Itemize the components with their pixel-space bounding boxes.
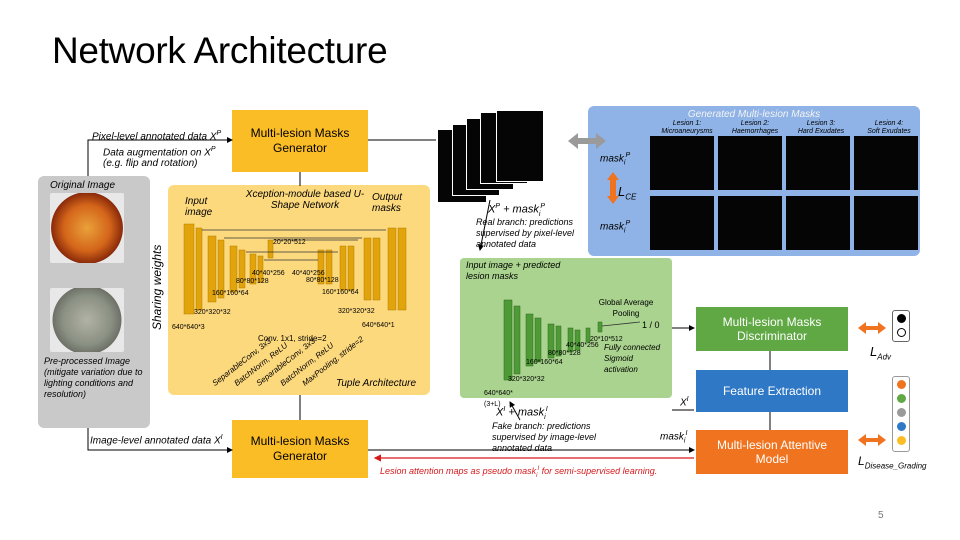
- preprocessed-image-label: Pre-processed Image (mitigate variation …: [44, 356, 143, 399]
- adv-arrow-icon: [858, 322, 886, 334]
- dot-icon: [897, 380, 906, 389]
- dim-label: 320*320*32: [194, 309, 231, 316]
- attentive-model-box: Multi-lesion Attentive Model: [696, 430, 848, 474]
- dim-label: 320*320*32: [508, 376, 545, 383]
- unet-decoder: [317, 227, 407, 311]
- dot-icon: [897, 394, 906, 403]
- row2-mask-label: maskiP: [600, 220, 631, 235]
- page-number: 5: [878, 510, 884, 521]
- black-dot-icon: [897, 314, 906, 323]
- mask-cell: [786, 136, 850, 190]
- fake-branch-desc: Fake branch: predictions supervised by i…: [492, 421, 597, 453]
- mask-stack: [438, 110, 558, 205]
- loss-ce-label: LCE: [618, 184, 637, 202]
- adv-indicator: [892, 310, 910, 342]
- fc-label: Fully connected Sigmoid activation: [604, 343, 661, 374]
- mask-cell: [854, 196, 918, 250]
- dim-label: 320*320*32: [338, 308, 375, 315]
- dim-label: 640*640*3: [172, 324, 205, 331]
- preprocessed-fundus-image: [50, 288, 124, 352]
- double-arrow-icon: [568, 133, 606, 149]
- lesion-header: Lesion 2:Haemorrhages: [731, 120, 779, 135]
- mask-cell: [650, 136, 714, 190]
- augmentation-label: Data augmentation on XP(e.g. flip and ro…: [103, 146, 216, 170]
- lesion-header: Lesion 1:Microaneurysms: [661, 120, 713, 135]
- image-level-label: Image-level annotated data XI: [90, 434, 223, 447]
- grading-indicator: [892, 376, 910, 452]
- mask-cell: [718, 196, 782, 250]
- discriminator-box: Multi-lesion Masks Discriminator: [696, 307, 848, 351]
- dot-icon: [897, 436, 906, 445]
- generated-masks-title: Generated Multi-lesion Masks: [687, 109, 821, 120]
- loss-disease-label: LDisease_Grading: [858, 454, 927, 471]
- unet-drawing: [183, 223, 407, 315]
- unet-input-label: Input image: [185, 196, 213, 218]
- top-generator-box: Multi-lesion Masks Generator: [232, 110, 368, 172]
- dot-icon: [897, 408, 906, 417]
- conv-label: Conv. 1x1, stride=2: [258, 334, 327, 343]
- mask-cell: [650, 196, 714, 250]
- disease-arrow-icon: [858, 434, 886, 446]
- white-dot-icon: [897, 328, 906, 337]
- discriminator-cnn-drawing: [503, 299, 641, 381]
- row1-mask-label: maskiP: [600, 152, 631, 167]
- bottom-generator-box: Multi-lesion Masks Generator: [232, 420, 368, 478]
- unet-title-label: Xception-module based U-Shape Network: [245, 189, 365, 211]
- lesion-header: Lesion 4:Soft Exudates: [867, 120, 911, 135]
- mask-cell: [854, 136, 918, 190]
- real-branch-formula: XP + maskiP: [488, 203, 546, 218]
- original-image-label: Original Image: [50, 180, 116, 191]
- lesion-header: Lesion 3:Hard Exudates: [797, 120, 845, 135]
- unet-skip-lines: [202, 229, 386, 261]
- dot-icon: [897, 422, 906, 431]
- dim-label: 160*160*64: [526, 359, 563, 366]
- dim-label: 160*160*64: [212, 290, 249, 297]
- ce-arrow-icon: [607, 172, 619, 204]
- dim-label: 80*80*128: [306, 277, 339, 284]
- mask-cell: [786, 196, 850, 250]
- dim-label: 40*40*256: [292, 270, 325, 277]
- dim-label: 640*640*(3+L): [484, 390, 513, 408]
- dim-label: 20*10*512: [590, 336, 623, 343]
- dim-label: 80*80*128: [236, 278, 269, 285]
- unet-output-label: Output masks: [372, 192, 403, 214]
- discriminator-panel-label: Input image + predicted lesion masks: [466, 260, 561, 281]
- dim-label: 20*20*512: [273, 239, 306, 246]
- slide-title: Network Architecture: [52, 30, 388, 71]
- gap-label: Global Average Pooling: [598, 298, 654, 318]
- mask-i-label: maskiI: [660, 430, 688, 445]
- feature-extraction-box: Feature Extraction: [696, 370, 848, 412]
- dim-label: 80*80*128: [548, 350, 581, 357]
- mask-tile: [496, 110, 544, 182]
- discriminator-panel: [460, 258, 672, 398]
- real-branch-desc: Real branch: predictions supervised by p…: [476, 217, 575, 249]
- original-fundus-image: [50, 193, 124, 263]
- dim-label: 160*160*64: [322, 289, 359, 296]
- mask-cell: [718, 136, 782, 190]
- xi-label: XI: [680, 396, 689, 409]
- dim-label: 40*40*256: [566, 342, 599, 349]
- dim-label: 640*640*1: [362, 322, 395, 329]
- discriminator-output-label: 1 / 0: [642, 320, 660, 330]
- dim-label: 40*40*256: [252, 270, 285, 277]
- tuple-label: Tuple Architecture: [336, 378, 417, 389]
- pixel-level-label: Pixel-level annotated data XP: [92, 130, 222, 143]
- red-note: Lesion attention maps as pseudo maskiI f…: [380, 466, 658, 479]
- loss-adv-label: LAdv: [870, 344, 892, 362]
- unet-encoder: [183, 223, 274, 315]
